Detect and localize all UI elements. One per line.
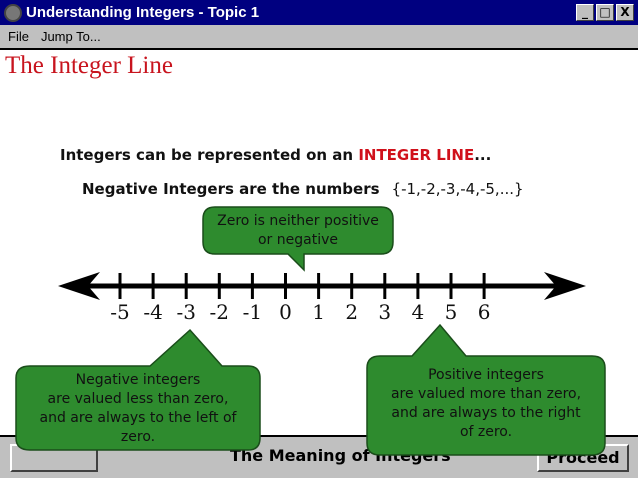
zero-callout-bubble bbox=[202, 206, 394, 272]
negative-definition: Negative Integers are the numbers {-1,-2,… bbox=[82, 180, 524, 198]
tick-label: -4 bbox=[143, 300, 163, 324]
positive-callout-text: Positive integers are valued more than ze… bbox=[367, 366, 605, 442]
intro-highlight: INTEGER LINE bbox=[358, 146, 475, 164]
app-icon bbox=[4, 3, 22, 22]
tick-label: 4 bbox=[411, 300, 425, 324]
right-arrow-icon bbox=[544, 272, 586, 300]
tick-label: 6 bbox=[477, 300, 491, 324]
negative-line: zero. bbox=[120, 429, 156, 445]
zero-line: Zero is neither positive bbox=[217, 213, 379, 229]
maximize-button[interactable]: □ bbox=[596, 4, 614, 21]
negative-label: Negative Integers are the numbers bbox=[82, 180, 380, 198]
tick-label: 0 bbox=[279, 300, 292, 324]
menu-bar: File Jump To... bbox=[0, 25, 638, 50]
negative-callout-bubble bbox=[15, 328, 261, 451]
minimize-button[interactable]: _ bbox=[576, 4, 594, 21]
title-bar: Understanding Integers - Topic 1 _ □ X bbox=[0, 0, 638, 25]
tick-label: 3 bbox=[378, 300, 392, 324]
positive-line: are valued more than zero, bbox=[390, 386, 582, 402]
negative-callout-text: Negative integers are valued less than ze… bbox=[16, 371, 260, 447]
negative-set: {-1,-2,-3,-4,-5,...} bbox=[391, 180, 524, 198]
close-button[interactable]: X bbox=[616, 4, 634, 21]
window-title: Understanding Integers - Topic 1 bbox=[26, 4, 260, 21]
positive-line: Positive integers bbox=[428, 367, 544, 383]
left-arrow-icon bbox=[58, 272, 100, 300]
tick-label: 5 bbox=[444, 300, 458, 324]
negative-line: are valued less than zero, bbox=[47, 391, 229, 407]
intro-text: Integers can be represented on an INTEGE… bbox=[60, 146, 491, 164]
tick-label: 1 bbox=[312, 300, 325, 324]
positive-line: of zero. bbox=[459, 424, 513, 440]
intro-before: Integers can be represented on an bbox=[60, 146, 359, 164]
intro-after: ... bbox=[474, 146, 492, 164]
tick-label: -1 bbox=[242, 300, 263, 324]
positive-callout-bubble bbox=[366, 323, 606, 456]
negative-line: Negative integers bbox=[75, 372, 201, 388]
tick-label: 2 bbox=[345, 300, 359, 324]
menu-file[interactable]: File bbox=[8, 29, 29, 44]
tick-label: -2 bbox=[209, 300, 230, 324]
page-title: The Integer Line bbox=[5, 52, 173, 79]
negative-line: and are always to the left of bbox=[39, 410, 237, 426]
tick-label: -5 bbox=[110, 300, 130, 324]
zero-line: or negative bbox=[257, 232, 338, 248]
positive-line: and are always to the right bbox=[391, 405, 581, 421]
zero-callout-text: Zero is neither positive or negative bbox=[203, 212, 393, 250]
tick-label: -3 bbox=[176, 300, 196, 324]
menu-jump-to[interactable]: Jump To... bbox=[40, 29, 101, 44]
